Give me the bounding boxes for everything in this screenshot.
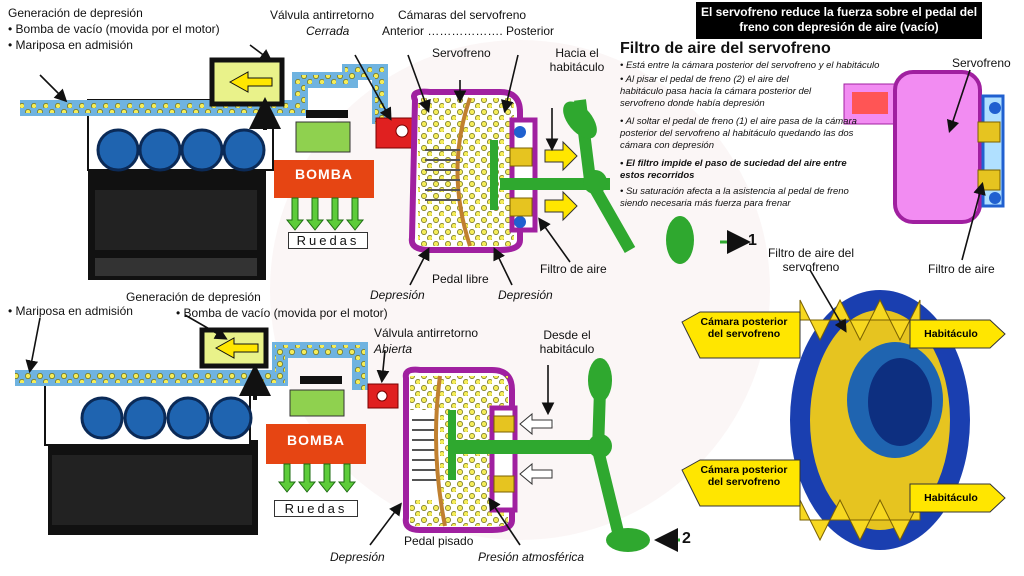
top-gen-bullet-1: • Bomba de vacío (movida por el motor) (8, 22, 220, 36)
top-engine (20, 57, 388, 280)
arrow-number-1: 1 (748, 232, 757, 249)
top-valve-state: Cerrada (306, 24, 350, 38)
top-wheels-label: Ruedas (288, 232, 368, 249)
bottom-gen-bullet-1: • Bomba de vacío (movida por el motor) (176, 306, 388, 320)
main-title: El servofreno reduce la fuerza sobre el … (696, 2, 982, 39)
bottom-engine (15, 327, 368, 535)
top-gen-bullet-2: • Mariposa en admisión (8, 38, 133, 52)
pointer-lines (25, 44, 986, 546)
bottom-mariposa-label: • Mariposa en admisión (8, 304, 133, 318)
bottom-valve-state: Abierta (374, 342, 413, 356)
bottom-gen-title: Generación de depresión (126, 290, 261, 304)
top-servo-label: Servofreno (432, 46, 491, 60)
top-valve-label: Válvula antirretorno (270, 8, 375, 22)
right-filtro-label: Filtro de aire (928, 262, 995, 276)
bottom-servo (367, 358, 650, 552)
bottom-desde-label: Desde el habitáculo (539, 328, 595, 356)
right-filtro-servo-label: Filtro de aire del servofreno (767, 246, 855, 274)
filter-bullet-5: • Su saturación afecta a la asistencia a… (620, 186, 849, 209)
top-depresion-left: Depresión (370, 288, 425, 302)
bottom-pump-label: BOMBA (266, 432, 366, 448)
habitaculo-label-2: Habitáculo (924, 492, 978, 504)
top-anterior-label: Anterior ………………. Posterior (382, 24, 555, 38)
filter-bullet-1: • Está entre la cámara posterior del ser… (620, 60, 880, 71)
top-servo (375, 88, 694, 264)
filter-bullet-4: • El filtro impide el paso de suciedad d… (620, 158, 847, 181)
bottom-depresion-label: Depresión (330, 550, 385, 564)
top-hacia-label: Hacia el habitáculo (549, 46, 605, 74)
big-filter (681, 290, 1006, 550)
top-chambers-label: Cámaras del servofreno (398, 8, 527, 22)
bottom-pedal-label: Pedal pisado (404, 534, 474, 548)
camara-label-2: Cámara posterior del servofreno (700, 464, 788, 488)
top-pedal-label: Pedal libre (432, 272, 489, 286)
arrow-number-2: 2 (682, 530, 691, 547)
habitaculo-label-1: Habitáculo (924, 328, 978, 340)
watermark (270, 40, 770, 540)
filter-bullet-2: • Al pisar el pedal de freno (2) el aire… (620, 74, 812, 109)
filter-bullet-3: • Al soltar el pedal de freno (1) el air… (620, 116, 857, 151)
filter-heading: Filtro de aire del servofreno (620, 40, 831, 57)
top-filtro-label: Filtro de aire (540, 262, 607, 276)
bottom-presion-label: Presión atmosférica (478, 550, 585, 564)
pink-servo (843, 70, 1005, 224)
top-pump-label: BOMBA (274, 166, 374, 182)
bottom-valve-label: Válvula antirretorno (374, 326, 479, 340)
bottom-wheels-label: Ruedas (274, 500, 358, 517)
right-servo-label: Servofreno (952, 56, 1011, 70)
top-depresion-right: Depresión (498, 288, 553, 302)
camara-label-1: Cámara posterior del servofreno (700, 316, 788, 340)
top-gen-title: Generación de depresión (8, 6, 143, 20)
